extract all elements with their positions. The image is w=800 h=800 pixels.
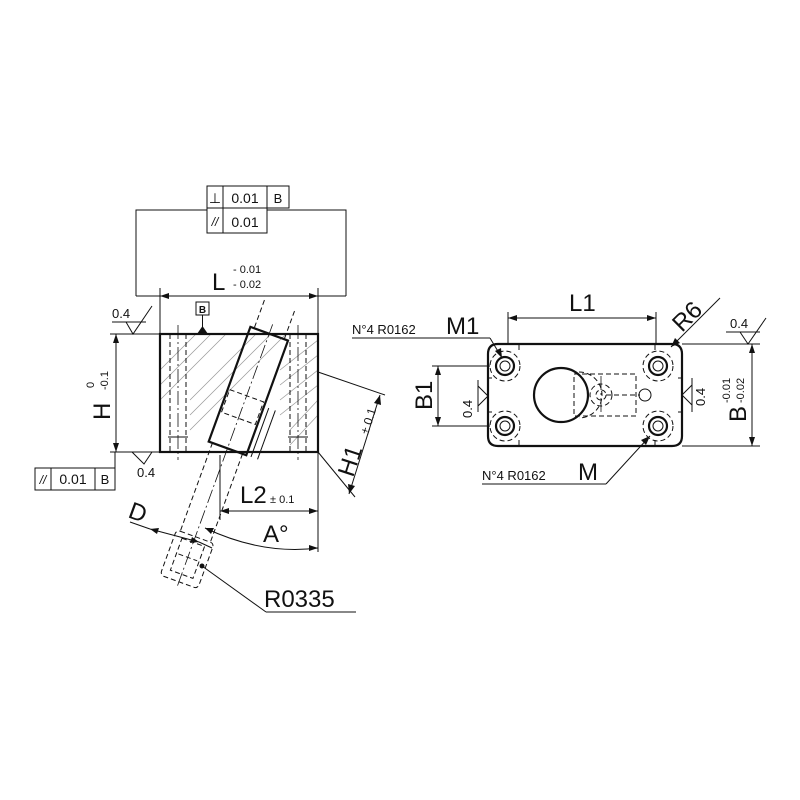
dim-D-label: D (125, 497, 151, 528)
dimension-A-angle: A° (204, 521, 319, 551)
dimension-B1: B1 (411, 365, 490, 427)
part-callout-R0335: R0335 (199, 563, 356, 613)
plate-outline (486, 342, 684, 448)
corner-hole-bottom-left (489, 410, 521, 442)
dim-B1-label: B1 (411, 381, 438, 410)
roughness-left-side: 0.4 (460, 380, 489, 418)
dim-H-tol-lower: -0.1 (99, 371, 111, 390)
corner-hole-bottom-right (642, 410, 674, 442)
corner-hole-top-right (642, 350, 674, 382)
dim-L2-label: L2 (240, 482, 267, 509)
dim-H-label: H (89, 403, 116, 420)
right-view: L1 R6 0.4 B -0.01 -0.02 (352, 290, 767, 486)
roughness-bottom-value: 0.4 (137, 465, 155, 480)
block-body (158, 325, 320, 460)
dim-H-tol-upper: 0 (85, 382, 97, 388)
gdt-bottom-value: 0.01 (59, 471, 86, 487)
roughness-bottom-left: 0.4 (131, 451, 155, 480)
callout-M-size: M (578, 459, 598, 486)
dim-B-tol-lower: -0.02 (735, 378, 747, 403)
gdt-frame-bottom: // 0.01 B (34, 452, 116, 491)
gdt-bottom-symbol: // (39, 473, 48, 487)
dimension-L: L - 0.01 - 0.02 (136, 264, 346, 334)
dimension-L1: L1 (507, 290, 657, 344)
inclined-bore (160, 299, 295, 589)
roughness-right-top-value: 0.4 (730, 316, 748, 331)
dim-B-tol-upper: -0.01 (721, 378, 733, 403)
radius-R6: R6 (667, 296, 721, 348)
dim-A-label: A° (263, 521, 289, 548)
callout-M-prefix: N°4 R0162 (482, 468, 546, 483)
dimension-D: D (125, 497, 213, 549)
dim-L2-tol: ± 0.1 (270, 494, 294, 506)
gdt-perpendicularity-datum: B (274, 191, 283, 206)
dimension-L2: L2 ± 0.1 (219, 452, 319, 552)
radius-label: R6 (667, 296, 708, 337)
dimension-H: H 0 -0.1 (85, 333, 160, 453)
dim-L-tol-upper: - 0.01 (233, 264, 261, 276)
roughness-right-top: 0.4 (726, 316, 767, 345)
dimension-B: B -0.01 -0.02 (682, 343, 760, 447)
corner-hole-top-left (489, 350, 521, 382)
gdt-perpendicularity-symbol: ⊥ (209, 190, 221, 206)
gdt-parallelism-symbol: // (211, 215, 220, 229)
callout-M1-prefix: N°4 R0162 (352, 322, 416, 337)
callout-M1: N°4 R0162 M1 (352, 313, 503, 359)
left-view: ⊥ 0.01 B // 0.01 L - 0.01 - 0.02 (34, 185, 386, 613)
gdt-bottom-datum: B (101, 472, 110, 487)
roughness-right-value: 0.4 (693, 388, 708, 406)
gdt-perpendicularity-value: 0.01 (231, 190, 258, 206)
datum-B: B (195, 301, 210, 334)
dim-H1-tol: ± 0.1 (358, 406, 380, 436)
gdt-parallelism-value: 0.01 (231, 214, 258, 230)
dim-L1-label: L1 (569, 290, 596, 317)
roughness-top-value: 0.4 (112, 306, 130, 321)
part-ref-label: R0335 (264, 586, 335, 613)
gdt-frame-top: ⊥ 0.01 B // 0.01 (135, 185, 347, 296)
central-bore (532, 366, 652, 424)
callout-M1-size: M1 (446, 313, 479, 340)
roughness-left-value: 0.4 (460, 400, 475, 418)
datum-B-label: B (199, 305, 206, 316)
dim-B-label: B (725, 406, 752, 422)
roughness-right-side: 0.4 (681, 378, 708, 412)
dimension-H1: H1 ± 0.1 (317, 371, 386, 498)
dim-L-label: L (212, 269, 225, 296)
callout-M: N°4 R0162 M (482, 435, 651, 486)
dim-L-tol-lower: - 0.02 (233, 279, 261, 291)
roughness-top-left: 0.4 (112, 305, 153, 335)
